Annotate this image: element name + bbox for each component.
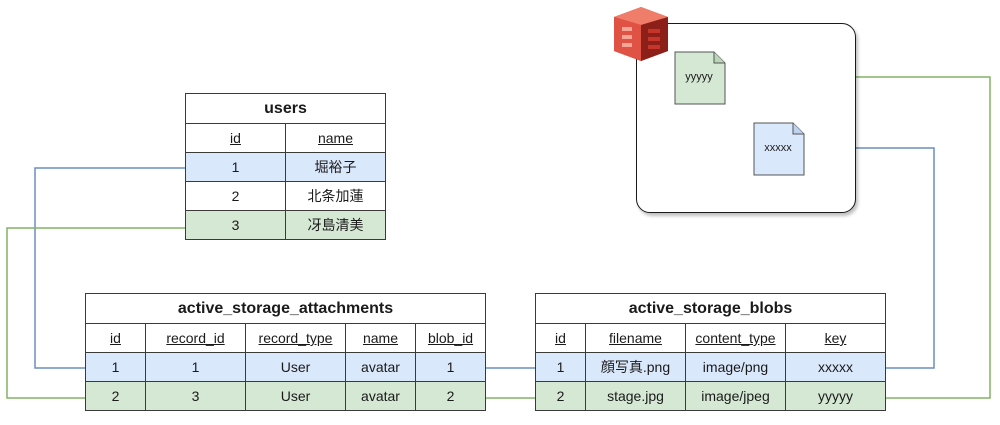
table-cell: 1 (535, 352, 586, 382)
column-header: filename (585, 323, 686, 353)
column-header: id (85, 323, 146, 353)
table-cell: yyyyy (785, 381, 886, 411)
table-cell: User (245, 381, 346, 411)
table-cell: 2 (185, 181, 286, 211)
table-cell: avatar (345, 352, 416, 382)
table-cell: 堀裕子 (284, 152, 387, 182)
file-icon (753, 122, 805, 176)
blobs-table-title: active_storage_blobs (535, 293, 886, 324)
column-header: id (535, 323, 586, 353)
table-cell: avatar (345, 381, 416, 411)
table-row: 1 顔写真.png image/png xxxxx (535, 352, 886, 382)
table-cell: 1 (185, 152, 286, 182)
column-header: blob_id (414, 323, 487, 353)
table-cell: 1 (414, 352, 487, 382)
file-label: xxxxx (764, 142, 792, 154)
file-label: yyyyy (685, 71, 713, 83)
table-cell: User (245, 352, 346, 382)
table-cell: 3 (185, 210, 286, 240)
stored-file-yyyyy: yyyyy (674, 51, 726, 105)
attachments-table-title: active_storage_attachments (84, 293, 487, 324)
table-cell: 2 (535, 381, 586, 411)
table-cell: 顔写真.png (585, 352, 686, 382)
column-header: record_id (145, 323, 246, 353)
table-cell: stage.jpg (585, 381, 686, 411)
table-cell: image/jpeg (685, 381, 786, 411)
table-cell: 1 (145, 352, 246, 382)
users-table-title: users (184, 93, 387, 124)
users-table: users id name 1 堀裕子 2 北条加蓮 3 冴島清美 (184, 93, 387, 240)
table-cell: 冴島清美 (284, 210, 387, 240)
table-row: 2 3 User avatar 2 (85, 381, 487, 411)
table-cell: image/png (685, 352, 786, 382)
column-header: name (284, 123, 387, 153)
table-row: 1 堀裕子 (185, 152, 387, 182)
table-cell: 3 (145, 381, 246, 411)
column-header: key (785, 323, 886, 353)
aws-s3-icon (614, 7, 668, 61)
table-row: 2 北条加蓮 (185, 181, 387, 211)
table-cell: 1 (85, 352, 146, 382)
column-header: record_type (245, 323, 346, 353)
table-cell: 2 (414, 381, 487, 411)
attachments-table: active_storage_attachments id record_id … (84, 293, 487, 411)
table-cell: 2 (85, 381, 146, 411)
column-header: id (185, 123, 286, 153)
table-row: 1 1 User avatar 1 (85, 352, 487, 382)
blobs-table: active_storage_blobs id filename content… (535, 293, 886, 411)
table-cell: xxxxx (785, 352, 886, 382)
storage-bucket (636, 23, 856, 213)
column-header: name (345, 323, 416, 353)
table-row: 3 冴島清美 (185, 210, 387, 240)
file-icon (674, 51, 726, 105)
table-cell: 北条加蓮 (284, 181, 387, 211)
column-header: content_type (685, 323, 786, 353)
stored-file-xxxxx: xxxxx (753, 122, 805, 176)
table-row: 2 stage.jpg image/jpeg yyyyy (535, 381, 886, 411)
